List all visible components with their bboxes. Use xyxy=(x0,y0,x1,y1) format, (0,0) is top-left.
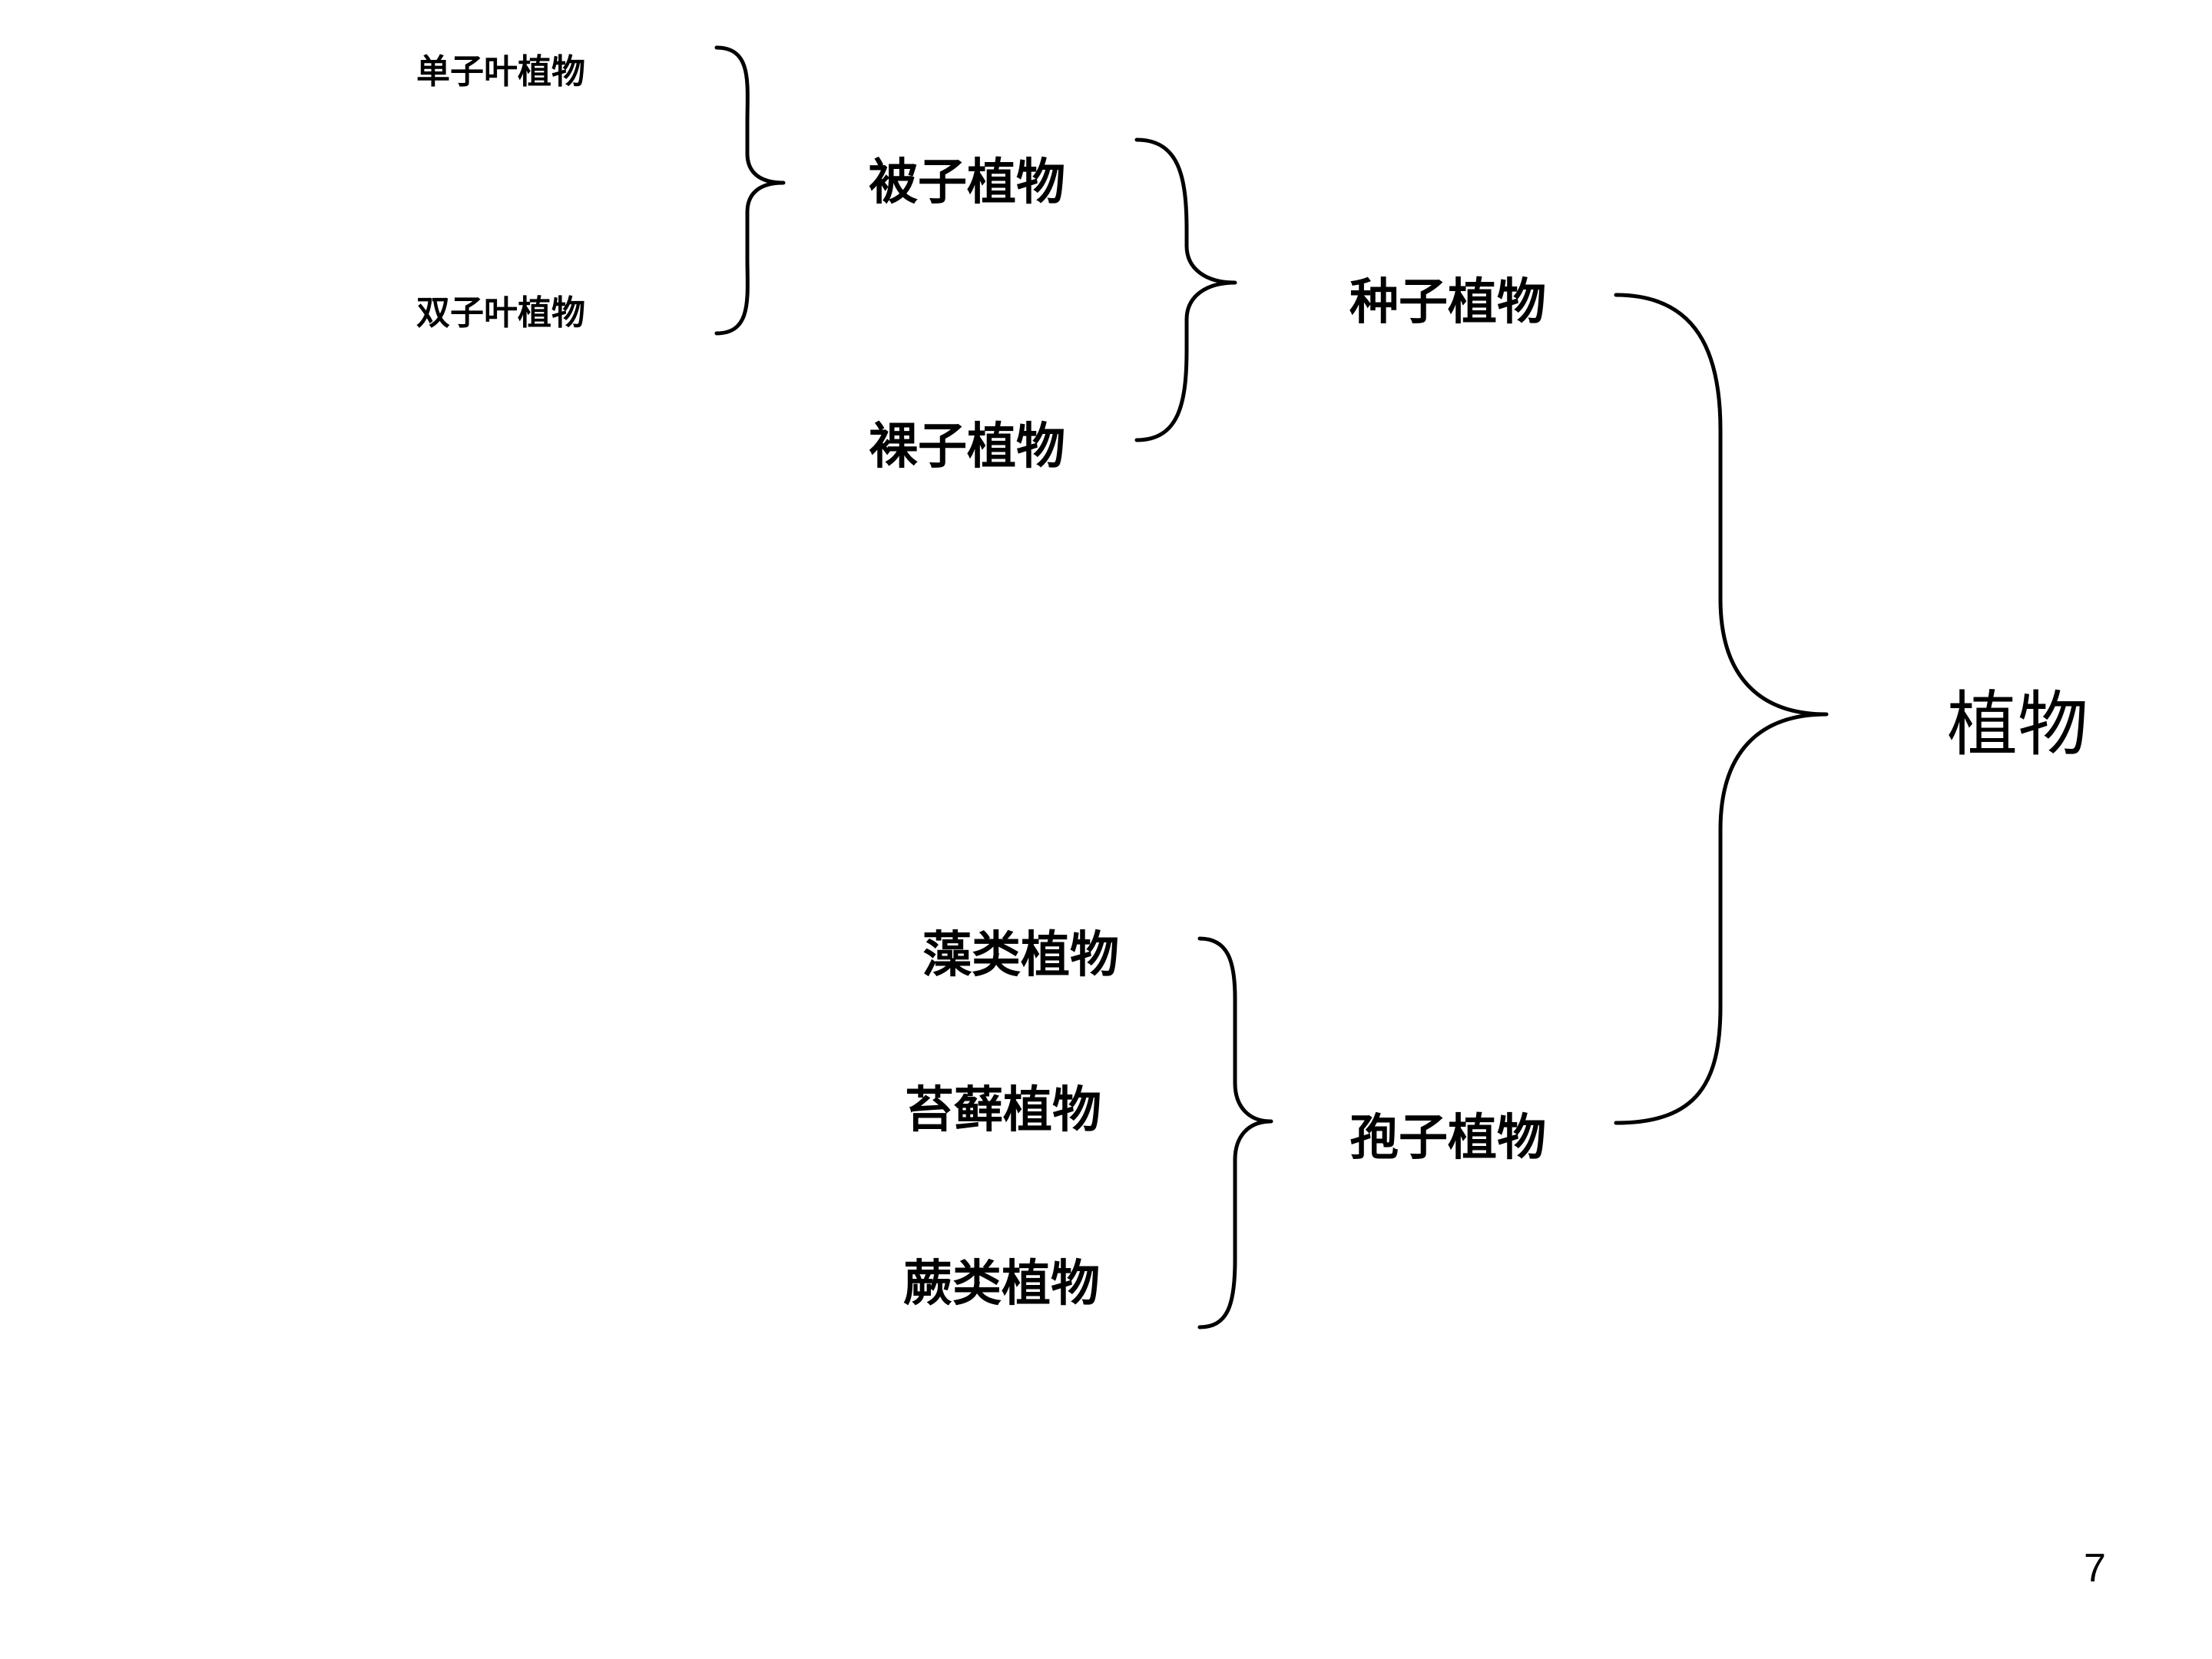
brace-seed-plants-group xyxy=(1134,137,1237,442)
node-algae: 藻类植物 xyxy=(922,927,1119,984)
node-monocot: 单子叶植物 xyxy=(416,52,585,91)
page-number: 7 xyxy=(2084,1546,2106,1591)
node-dicot: 双子叶植物 xyxy=(416,293,585,333)
node-bryophyte: 苔藓植物 xyxy=(905,1082,1101,1139)
node-gymnosperm: 裸子植物 xyxy=(869,419,1065,475)
node-fern: 蕨类植物 xyxy=(903,1256,1100,1313)
node-plants-root: 植物 xyxy=(1947,684,2089,766)
brace-angiosperm-group xyxy=(714,45,786,336)
brace-spore-plants-group xyxy=(1197,936,1273,1330)
node-seed-plants: 种子植物 xyxy=(1349,274,1546,331)
node-spore-plants: 孢子植物 xyxy=(1349,1110,1546,1167)
node-angiosperm: 被子植物 xyxy=(869,154,1065,211)
brace-plants-root xyxy=(1614,293,1829,1125)
